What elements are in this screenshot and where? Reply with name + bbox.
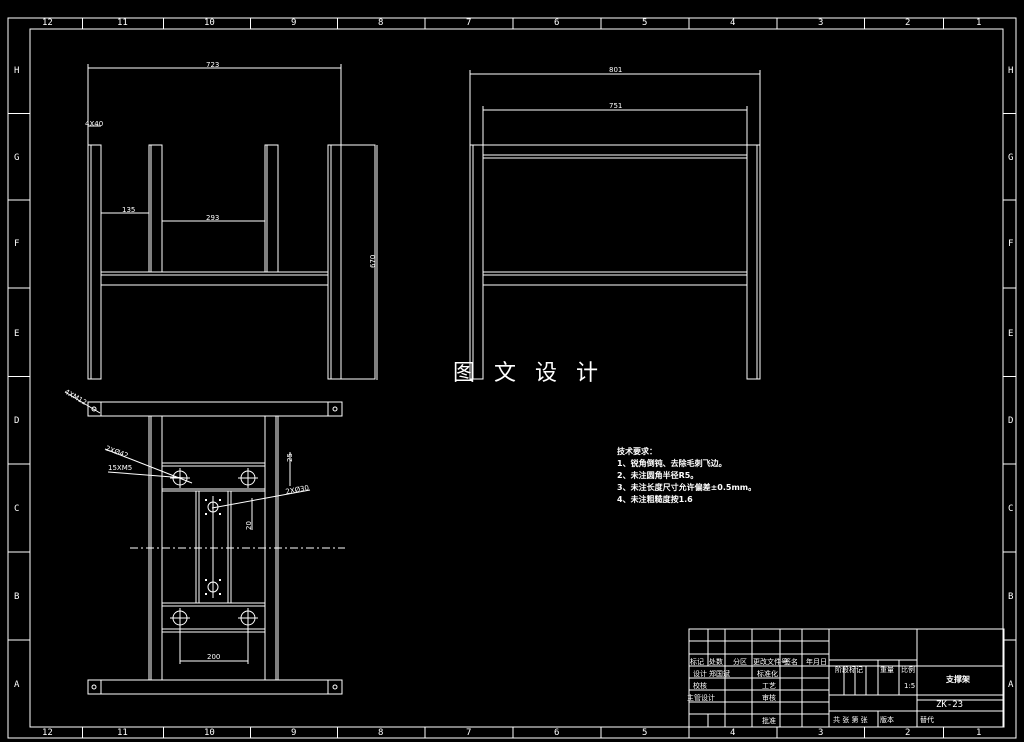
zone-column-label: 11 <box>117 728 128 738</box>
tb-weight: 重量 <box>880 666 894 674</box>
tb-scale-label: 比例 <box>901 665 915 674</box>
zone-row-label: F <box>1008 239 1013 249</box>
tb-review: 审核 <box>762 693 776 702</box>
zone-column-label: 8 <box>378 728 383 738</box>
dim-top-v2: 20 <box>245 521 253 530</box>
dim-side-outer: 801 <box>609 66 622 74</box>
tb-check: 校核 <box>693 681 707 690</box>
zone-row-label: F <box>14 239 19 249</box>
zone-column-label: 2 <box>905 18 910 28</box>
tb-designer: 郑国斌 <box>709 669 730 678</box>
zone-row-label: G <box>14 153 19 163</box>
tb-chief: 主管设计 <box>687 693 715 702</box>
zone-column-label: 6 <box>554 728 559 738</box>
zone-column-label: 1 <box>976 18 981 28</box>
zone-column-label: 5 <box>642 728 647 738</box>
dim-front-tube: 4X40 <box>85 120 103 128</box>
zone-column-label: 3 <box>818 18 823 28</box>
zone-row-label: H <box>14 66 19 76</box>
tb-count: 处数 <box>709 657 723 666</box>
zone-row-label: E <box>14 329 19 339</box>
zone-row-label: E <box>1008 329 1013 339</box>
requirement-item: 4、未注粗糙度按1.6 <box>617 494 693 504</box>
tb-scale: 1:5 <box>904 682 915 690</box>
zone-row-label: H <box>1008 66 1013 76</box>
dim-front-inner-mid: 293 <box>206 214 219 222</box>
zone-column-label: 7 <box>466 18 471 28</box>
tb-drawing-name: 支撑架 <box>945 674 970 684</box>
zone-column-label: 5 <box>642 18 647 28</box>
dim-top-bolt: 4XM12 <box>63 388 88 407</box>
tb-change-doc: 更改文件号 <box>753 657 788 666</box>
inner-frame <box>29 28 1004 728</box>
tb-drawing-no: ZK-23 <box>936 700 963 710</box>
requirement-item: 2、未注圆角半径R5。 <box>617 470 698 480</box>
outer-border <box>7 17 1017 739</box>
tb-sheets: 共 张 第 张 <box>833 715 868 724</box>
zone-row-label: D <box>1008 416 1013 426</box>
title-block: 标记 处数 分区 更改文件号 签名 年月日 设计 郑国斌 标准化 校核 工艺 主… <box>687 628 1005 728</box>
zone-column-label: 12 <box>42 18 53 28</box>
zone-row-label: C <box>1008 504 1013 514</box>
dim-top-v1: 25 <box>286 453 294 462</box>
technical-requirements: 技术要求： 1、锐角倒钝、去除毛刺飞边。 2、未注圆角半径R5。 3、未注长度尺… <box>617 446 756 504</box>
side-view: 801 751 <box>469 66 761 380</box>
zone-row-label: G <box>1008 153 1013 163</box>
zone-column-label: 9 <box>291 728 296 738</box>
zone-column-label: 11 <box>117 18 128 28</box>
dim-top-hole-a: 2XØ42 <box>104 444 129 460</box>
dim-front-width: 723 <box>206 61 219 69</box>
zone-column-label: 2 <box>905 728 910 738</box>
requirement-item: 1、锐角倒钝、去除毛刺飞边。 <box>617 458 727 468</box>
zone-column-label: 6 <box>554 18 559 28</box>
zone-column-label: 8 <box>378 18 383 28</box>
zone-row-label: A <box>14 680 20 690</box>
dim-top-thread: 15XM5 <box>108 464 132 472</box>
front-view: 723 4X40 135 293 670 <box>85 61 378 380</box>
tb-standardize: 标准化 <box>757 669 778 678</box>
zone-column-label: 12 <box>42 728 53 738</box>
tb-mark: 标记 <box>690 657 704 666</box>
zone-column-label: 7 <box>466 728 471 738</box>
top-view: 4XM12 2XØ42 15XM5 2XØ30 25 20 200 <box>63 388 345 695</box>
zone-row-label: A <box>1008 680 1014 690</box>
tb-design: 设计 <box>693 669 707 678</box>
zone-column-label: 1 <box>976 728 981 738</box>
dim-side-inner: 751 <box>609 102 622 110</box>
tb-approve: 批准 <box>762 716 776 725</box>
zone-row-label: B <box>1008 592 1013 602</box>
zone-row-label: D <box>14 416 19 426</box>
zone-column-label: 10 <box>204 728 215 738</box>
tb-sign: 签名 <box>784 657 798 666</box>
zone-row-label: C <box>14 504 19 514</box>
zone-column-label: 4 <box>730 18 735 28</box>
zone-column-label: 3 <box>818 728 823 738</box>
dim-front-inner-left: 135 <box>122 206 135 214</box>
tb-date: 年月日 <box>806 657 827 666</box>
zone-column-label: 9 <box>291 18 296 28</box>
zone-row-label: B <box>14 592 19 602</box>
dim-top-spacing: 200 <box>207 653 220 661</box>
requirements-title: 技术要求： <box>617 446 657 456</box>
tb-zone: 分区 <box>733 657 747 666</box>
zone-column-label: 10 <box>204 18 215 28</box>
tb-process: 工艺 <box>762 682 776 690</box>
tb-stage-mark: 阶段标记 <box>835 665 863 674</box>
tb-version: 版本 <box>880 715 894 724</box>
watermark: 图 文 设 计 <box>453 361 604 386</box>
requirement-item: 3、未注长度尺寸允许偏差±0.5mm。 <box>617 482 756 492</box>
dim-top-hole-b: 2XØ30 <box>285 484 310 496</box>
dim-front-height: 670 <box>369 255 377 268</box>
zone-column-label: 4 <box>730 728 735 738</box>
tb-replace: 替代 <box>920 715 934 724</box>
